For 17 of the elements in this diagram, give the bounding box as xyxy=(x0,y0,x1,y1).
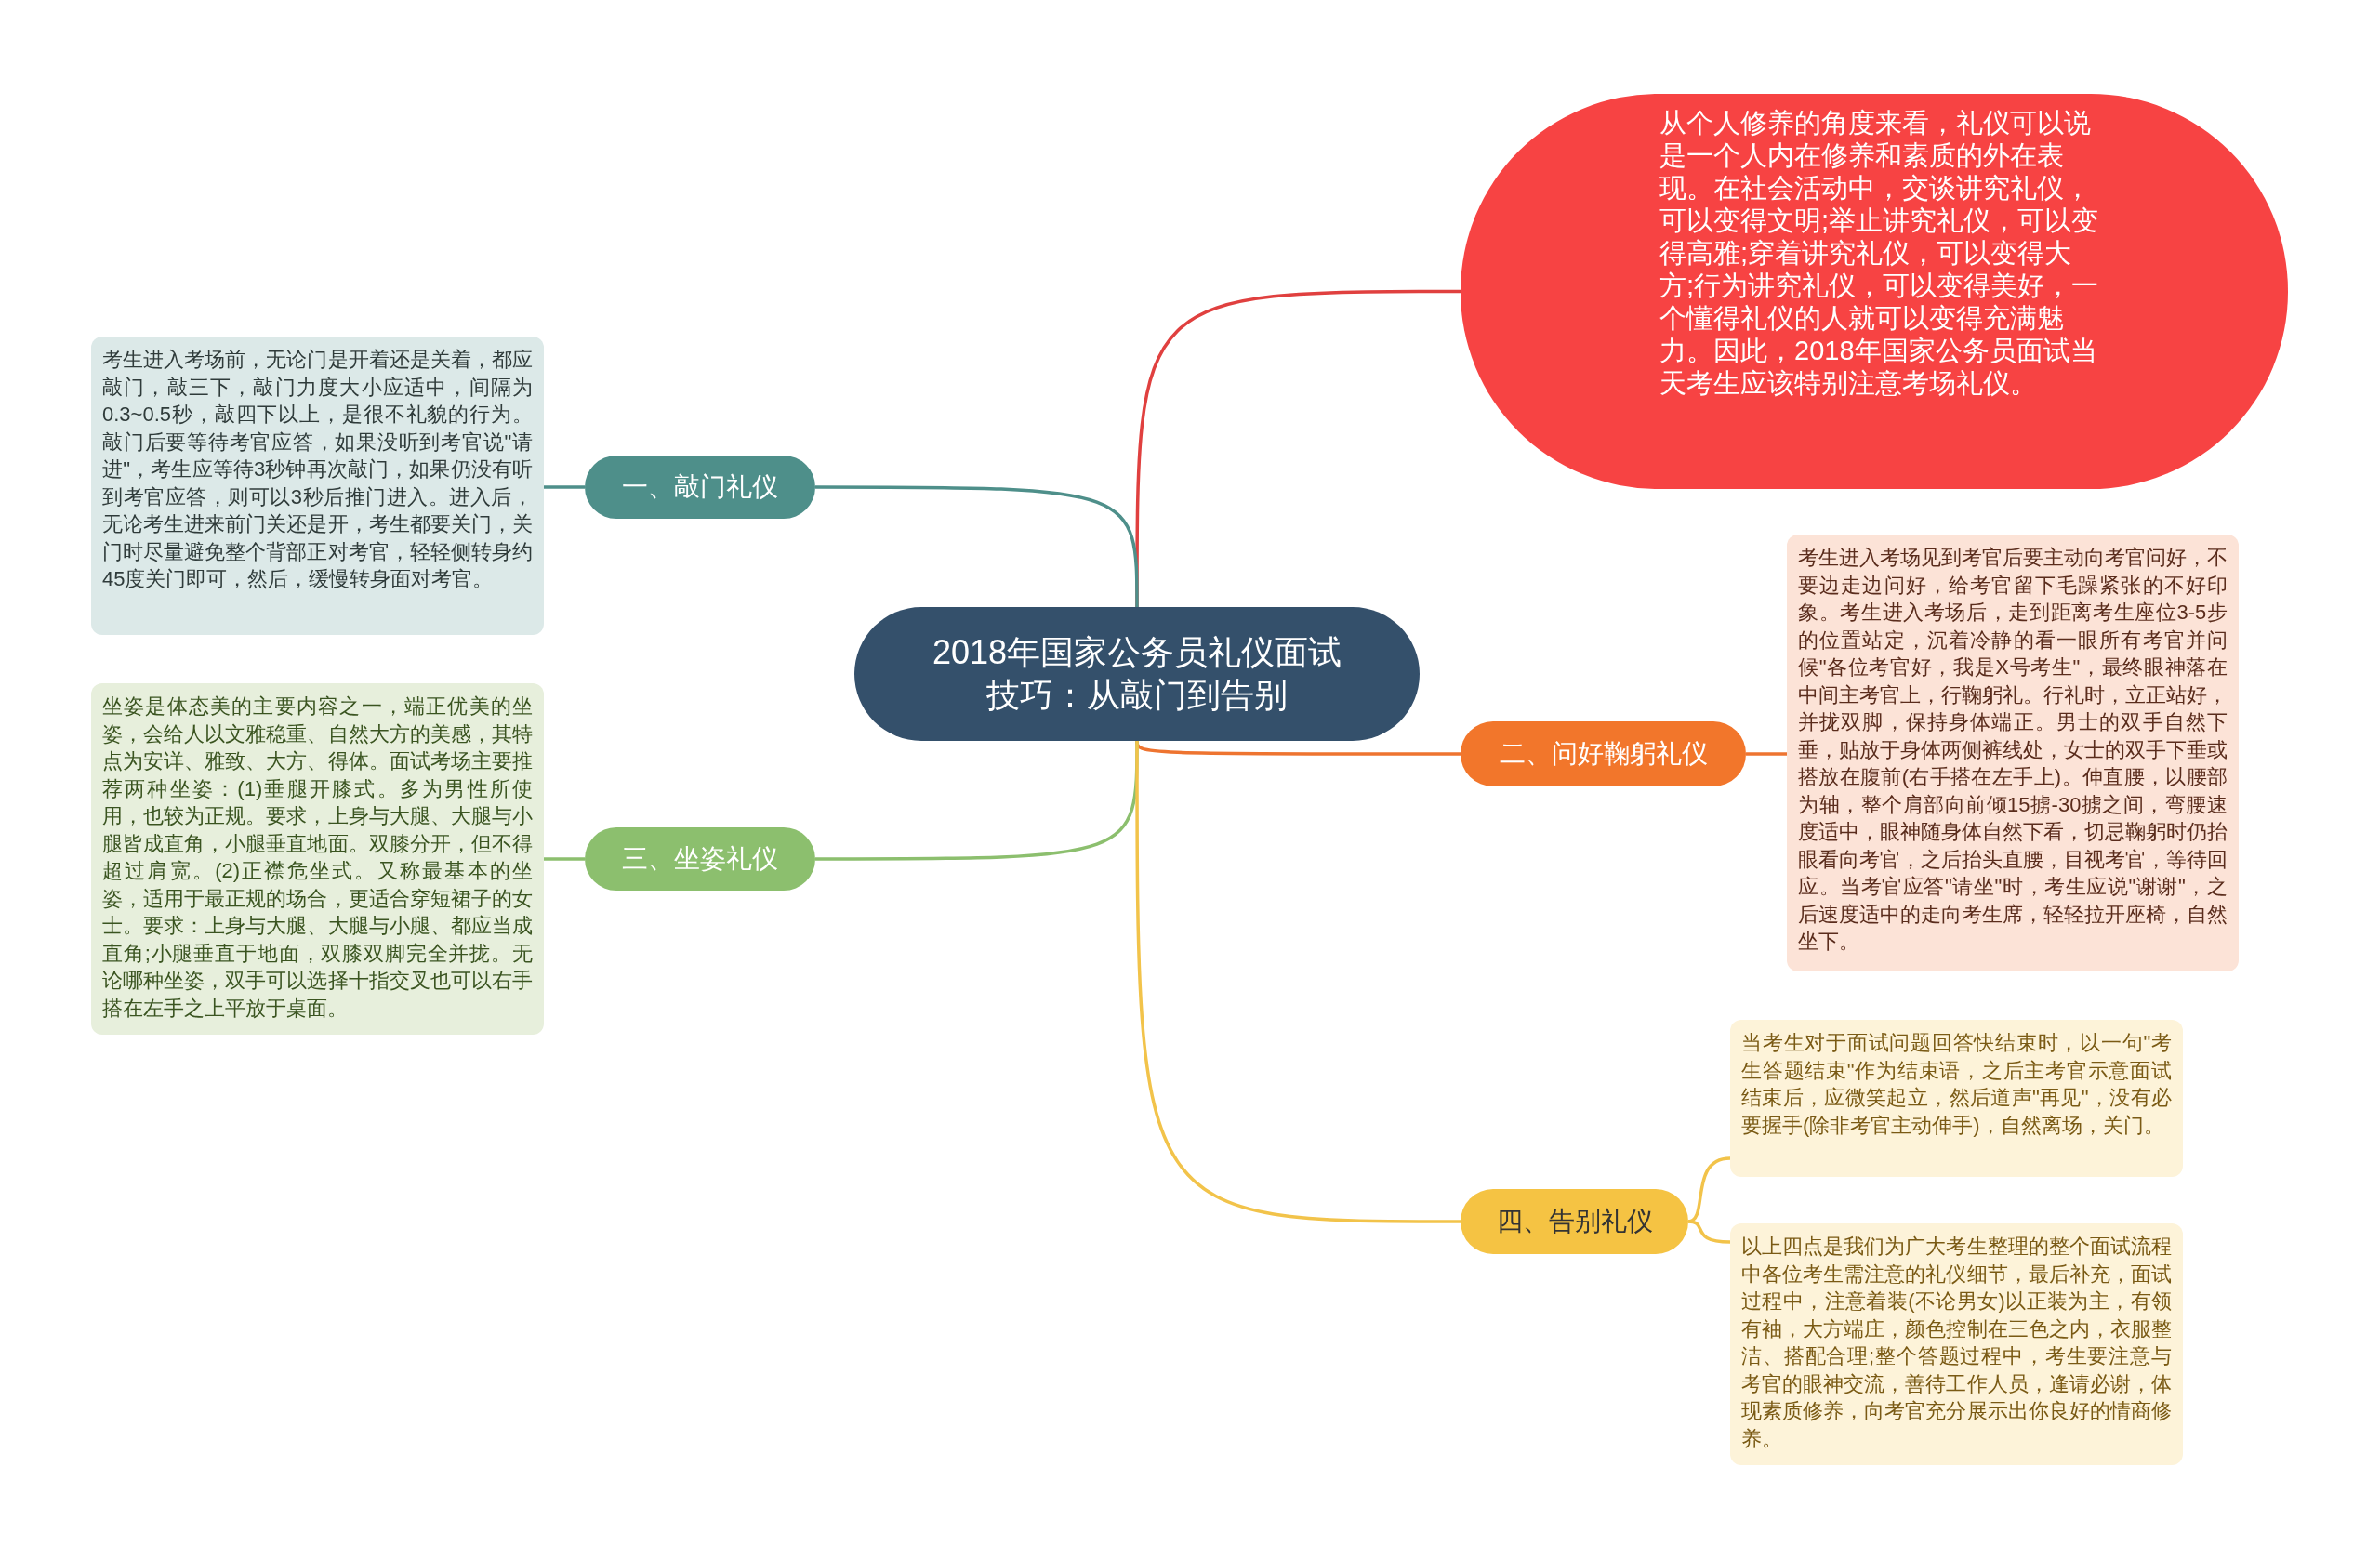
intro-bubble: 从个人修养的角度来看，礼仪可以说是一个人内在修养和素质的外在表现。在社会活动中，交谈讲究礼仪，可以变得文明;举止讲究礼仪，可以变得高雅;穿着讲究礼仪，可以变得大方;行为讲究礼仪，可以变得美好，一个懂得礼仪的人就可以变得充满魅力。因此，2018年国家公务员面试当天考生应该特别注意考场礼仪。 xyxy=(1461,94,2288,489)
central-topic-box: 2018年国家公务员礼仪面试技巧：从敲门到告别 xyxy=(854,607,1420,741)
branch-topic-box: 四、告别礼仪 xyxy=(1461,1189,1688,1254)
branch-line xyxy=(1687,1220,1731,1244)
branch-line xyxy=(1746,752,1787,756)
branch-line xyxy=(544,485,585,489)
note-box: 以上四点是我们为广大考生整理的整个面试流程中各位考生需注意的礼仪细节，最后补充，面试过程中，注意着装(不论男女)以正装为主，有领有袖，大方端庄，颜色控制在三色之内，衣服整洁、搭配合理;整个答题过程中，考生要注意与考官的眼神交流，善待工作人员，逢请必谢，体现素质修养，向考官充分展示出你良好的情商修养。 xyxy=(1730,1223,2183,1465)
branch-topic-box: 二、问好鞠躬礼仪 xyxy=(1461,721,1746,786)
branch-line xyxy=(1135,741,1461,1223)
note-box: 当考生对于面试问题回答快结束时，以一句"考生答题结束"作为结束语，之后主考官示意面试结束后，应微笑起立，然后道声"再见"，没有必要握手(除非考官主动伸手)，自然离场，关门。 xyxy=(1730,1020,2183,1177)
note-box: 坐姿是体态美的主要内容之一，端正优美的坐姿，会给人以文雅稳重、自然大方的美感，其特点为安详、雅致、大方、得体。面试考场主要推荐两种坐姿：(1)垂腿开膝式。多为男性所使用，也较为正规。要求，上身与大腿、大腿与小腿皆成直角，小腿垂直地面。双膝分开，但不得超过肩宽。(2)正襟危坐式。又称最基本的坐姿，适用于最正规的场合，更适合穿短裙子的女士。要求：上身与大腿、大腿与小腿、都应当成直角;小腿垂直于地面，双膝双脚完全并拢。无论哪种坐姿，双手可以选择十指交叉也可以右手搭在左手之上平放于桌面。 xyxy=(91,683,544,1035)
note-box: 考生进入考场前，无论门是开着还是关着，都应敲门，敲三下，敲门力度大小应适中，间隔为0.3~0.5秒，敲四下以上，是很不礼貌的行为。敲门后要等待考官应答，如果没听到考官说"请进"，考生应等待3秒钟再次敲门，如果仍没有听到考官应答，则可以3秒后推门进入。进入后，无论考生进来前门关还是开，考生都要关门，关门时尽量避免整个背部正对考官，轻轻侧转身约45度关门即可，然后，缓慢转身面对考官。 xyxy=(91,337,544,635)
branch-line xyxy=(815,485,1139,607)
note-box: 考生进入考场见到考官后要主动向考官问好，不要边走边问好，给考官留下毛躁紧张的不好印象。考生进入考场后，走到距离考生座位3-5步的位置站定，沉着冷静的看一眼所有考官并问候"各位考官好，我是X号考生"，最终眼神落在中间主考官上，行鞠躬礼。行礼时，立正站好，并拢双脚，保持身体端正。男士的双手自然下垂，贴放于身体两侧裤线处，女士的双手下垂或搭放在腹前(右手搭在左手上)。伸直腰，以腰部为轴，整个肩部向前倾15掳-30掳之间，弯腰速度适中，眼神随身体自然下看，切忌鞠躬时仍抬眼看向考官，之后抬头直腰，目视考官，等待回应。当考官应答"请坐"时，考生应说"谢谢"，之后速度适中的走向考生席，轻轻拉开座椅，自然坐下。 xyxy=(1787,535,2239,971)
branch-line xyxy=(544,857,585,861)
branch-topic-box: 一、敲门礼仪 xyxy=(585,456,815,519)
branch-topic-box: 三、坐姿礼仪 xyxy=(585,827,815,891)
